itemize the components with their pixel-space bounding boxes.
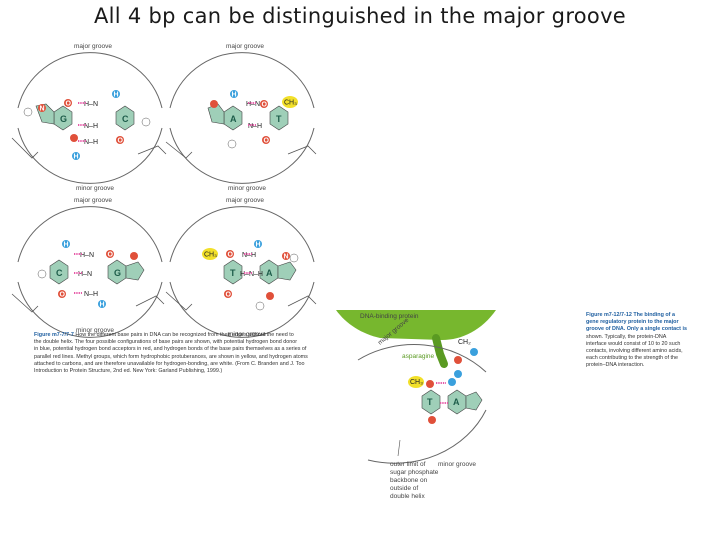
svg-text:T: T <box>276 114 282 124</box>
svg-text:H: H <box>100 302 105 309</box>
svg-text:H–N: H–N <box>80 252 94 259</box>
asparagine-label: asparagine <box>402 353 435 360</box>
svg-text:T: T <box>230 268 236 278</box>
svg-text:N: N <box>284 254 289 261</box>
right-left-base: T <box>427 397 433 407</box>
svg-text:H: H <box>64 242 69 249</box>
caption-left-label: Figure m7-7/7-7 <box>34 332 74 338</box>
methyl-label: CH₃ <box>284 100 297 107</box>
svg-text:A: A <box>230 114 237 124</box>
svg-text:O: O <box>66 101 72 108</box>
svg-text:O: O <box>264 138 270 145</box>
caption-left: Figure m7-7/7-7 How the different base p… <box>34 332 308 375</box>
svg-text:H–N: H–N <box>246 101 260 108</box>
svg-text:G: G <box>114 268 121 278</box>
protein-binding-figure: DNA-binding protein major groove asparag… <box>336 310 496 500</box>
minor-groove-label: minor groove <box>76 185 114 192</box>
svg-text:CH₃: CH₃ <box>204 252 217 259</box>
slide-title: All 4 bp can be distinguished in the maj… <box>93 4 627 28</box>
svg-text:minor groove: minor groove <box>228 331 266 338</box>
svg-text:sugar phosphate: sugar phosphate <box>390 469 439 476</box>
svg-text:O: O <box>108 252 114 259</box>
svg-text:H: H <box>114 92 119 99</box>
ch2-label: CH₂ <box>458 339 471 346</box>
svg-text:H: H <box>232 92 237 99</box>
caption-right: Figure m7-12/7-12 The binding of a gene … <box>586 312 687 369</box>
base-pair-panel-3: major groove minor groove C G H O H O H–… <box>11 197 165 338</box>
svg-text:outer limit of: outer limit of <box>390 461 426 468</box>
svg-text:minor groove: minor groove <box>228 185 266 192</box>
svg-text:backbone on: backbone on <box>390 477 428 484</box>
right-minor-groove-label: minor groove <box>438 461 476 468</box>
left-base-letter: G <box>60 114 67 124</box>
base-pair-panel-2: major groove minor groove A T H O CH₃ O … <box>165 43 317 192</box>
right-base-letter: C <box>122 114 129 124</box>
svg-text:N–H: N–H <box>84 291 98 298</box>
right-methyl-label: CH₃ <box>410 379 423 386</box>
svg-text:H–N: H–N <box>84 101 98 108</box>
svg-text:outside of: outside of <box>390 485 418 492</box>
base-pair-panel-1: major groove minor groove G C O H N H O … <box>11 43 167 192</box>
svg-text:O: O <box>226 292 232 299</box>
svg-text:major groove: major groove <box>226 43 264 50</box>
svg-text:minor groove: minor groove <box>76 327 114 334</box>
right-right-base: A <box>453 397 460 407</box>
svg-text:H–N–H: H–N–H <box>240 271 263 278</box>
svg-text:major groove: major groove <box>226 197 264 204</box>
protein-label: DNA-binding protein <box>360 313 419 320</box>
svg-text:O: O <box>262 102 268 109</box>
svg-text:N–H: N–H <box>248 123 262 130</box>
svg-text:N–H: N–H <box>84 123 98 130</box>
caption-right-label: Figure m7-12/7-12 <box>586 312 632 318</box>
svg-text:N–H: N–H <box>84 139 98 146</box>
svg-text:H: H <box>74 154 79 161</box>
svg-text:N: N <box>40 106 45 113</box>
svg-text:N–H: N–H <box>242 252 256 259</box>
svg-text:O: O <box>60 292 66 299</box>
svg-text:O: O <box>228 252 234 259</box>
svg-text:C: C <box>56 268 63 278</box>
svg-text:major groove: major groove <box>74 197 112 204</box>
svg-text:H: H <box>256 242 261 249</box>
base-pair-panel-4: major groove minor groove T A CH₃ O H N … <box>165 197 317 338</box>
svg-text:O: O <box>118 138 124 145</box>
svg-text:A: A <box>266 268 273 278</box>
major-groove-label: major groove <box>74 43 112 50</box>
svg-text:H–N: H–N <box>78 271 92 278</box>
svg-text:double helix: double helix <box>390 493 425 500</box>
